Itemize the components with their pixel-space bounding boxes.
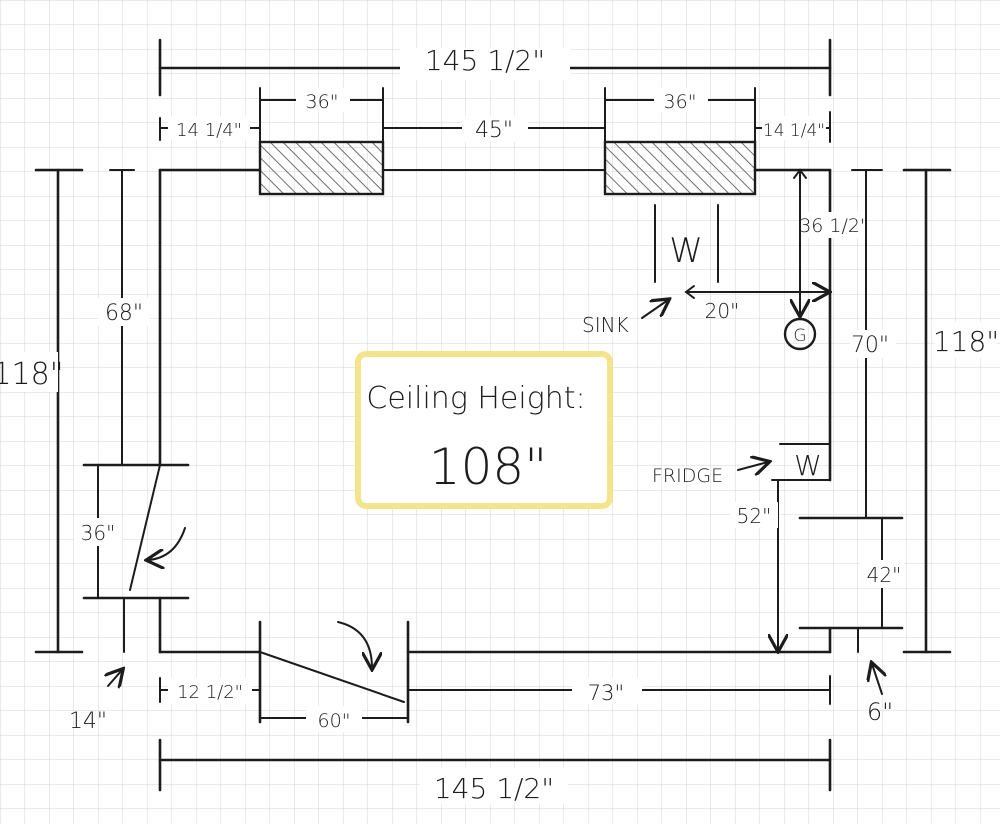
bottom-door-label: 60" [318,710,351,732]
sink-offset-dimension: 20" [684,286,828,323]
top-sub-dimensions: 14 1/4" 36" 45" 36" 14 1/4" [159,87,831,151]
top-right-offset-label: 14 1/4" [763,121,825,141]
sink-water-symbol: W [654,204,719,283]
left-bottom-gap: 14" [69,597,124,734]
window-right-width-label: 36" [664,91,697,113]
left-upper-label: 68" [105,301,143,326]
bottom-sub-dimensions: 12 1/2" 60" 73" [159,675,831,732]
room-walls [158,168,832,654]
right-bottom-gap: 6" [857,627,893,726]
top-total-dimension: 145 1/2" [158,38,832,97]
gas-line-symbol [783,317,817,351]
fridge-arrow [737,462,768,470]
bottom-left-offset-label: 12 1/2" [177,682,243,703]
bottom-total-dimension: 145 1/2" [158,738,832,805]
fridge-label: FRIDGE [652,465,723,487]
right-door: 42" [798,516,904,630]
top-total-label: 145 1/2" [425,44,545,77]
fridge-water-symbol: W [779,443,831,482]
left-outer-label: 118" [0,357,64,392]
left-bottom-gap-label: 14" [69,709,107,734]
right-upper-label: 36 1/2" [799,215,869,237]
window-right [603,140,757,196]
ceiling-value: 108" [429,438,547,496]
window-left [258,140,385,196]
fridge-span-dimension: 52" [730,479,831,650]
left-upper-dimension: 68" [98,169,150,466]
left-door-label: 36" [81,521,116,545]
ceiling-title: Ceiling Height: [366,381,585,416]
right-bottom-gap-label: 6" [867,698,893,726]
gas-symbol-label: G [793,326,806,346]
fridge-span-label: 52" [737,504,772,528]
ceiling-height-callout: Ceiling Height: 108" [355,351,613,509]
right-middle-dimension: 70" [850,169,896,519]
window-left-width-label: 36" [306,91,339,113]
right-outer-label: 118" [933,325,999,358]
fridge-w-label: W [794,449,822,482]
between-windows-label: 45" [475,118,513,143]
left-outer-dimension: 118" [0,168,84,654]
right-door-label: 42" [867,563,902,587]
bottom-total-label: 145 1/2" [434,772,554,805]
bottom-right-label: 73" [588,681,624,705]
sink-offset-label: 20" [705,299,740,323]
top-left-offset-label: 14 1/4" [176,120,242,141]
left-door: 36" [74,463,190,600]
right-outer-dimension: 118" [902,168,999,654]
bottom-door [258,620,410,724]
sink-w-label: W [669,231,703,271]
sink-label: SINK [582,313,629,337]
sink-arrow [641,300,668,319]
right-upper-dimension: 36 1/2" [794,168,869,315]
ceiling-box [355,351,613,509]
right-middle-label: 70" [851,333,889,358]
